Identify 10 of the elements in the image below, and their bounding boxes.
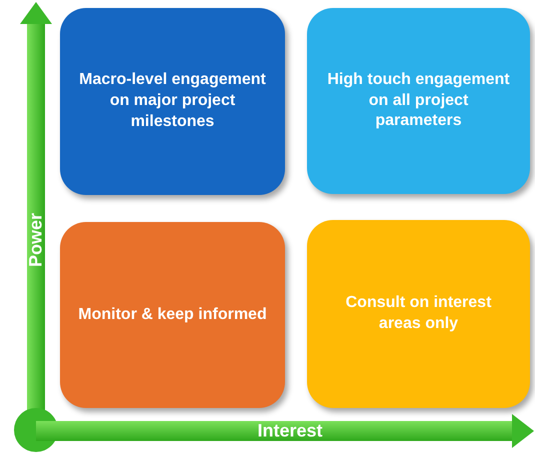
box-text: Macro-level engagement on major project milestones <box>78 70 267 132</box>
box-text: Consult on interest areas only <box>344 293 492 334</box>
engagement-box <box>307 220 530 408</box>
engagement-box <box>60 8 285 195</box>
axis-label: Power <box>26 212 46 268</box>
engagement-box <box>307 8 530 194</box>
engagement-box <box>60 222 285 408</box>
box-text: Monitor & keep informed <box>77 304 268 325</box>
box-text: High touch engagement on all project parameters <box>326 70 511 132</box>
axis-label: Interest <box>257 420 323 442</box>
